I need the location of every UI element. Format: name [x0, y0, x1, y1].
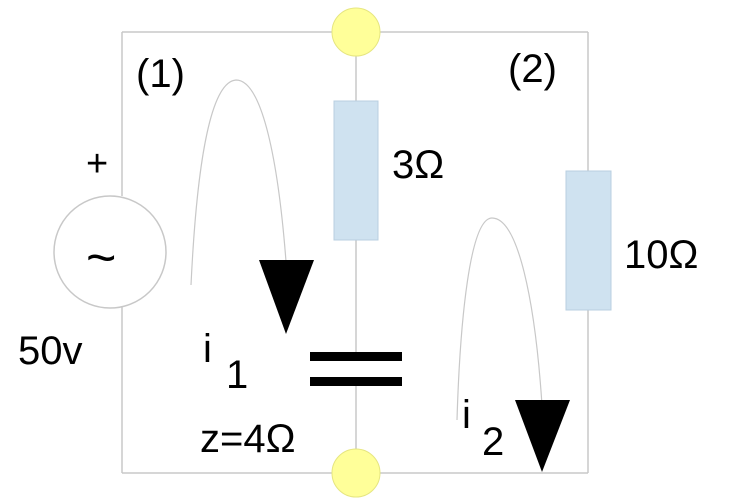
- capacitor-plate-top: [310, 352, 402, 361]
- loop-1-label: (1): [136, 52, 185, 96]
- resistor-10ohm: [565, 170, 612, 311]
- loop-current-arrowhead-2: [515, 400, 570, 472]
- current-2-letter: i: [462, 393, 471, 437]
- loop-current-arrow-1-curve: [190, 79, 288, 286]
- ac-source-tilde: ~: [86, 229, 116, 287]
- source-plus-sign: +: [86, 143, 108, 185]
- capacitor-plate-bottom: [310, 377, 402, 386]
- resistor-3ohm: [333, 100, 379, 241]
- loop-current-arrow-2-curve: [456, 217, 543, 421]
- resistor-3ohm-label: 3Ω: [392, 143, 444, 187]
- node-top: [331, 7, 381, 57]
- loop-current-arrowhead-1: [259, 260, 314, 334]
- resistor-10ohm-label: 10Ω: [624, 233, 698, 277]
- ac-source-symbol: [53, 195, 167, 309]
- node-bottom: [331, 448, 381, 498]
- current-2-subscript: 2: [482, 420, 504, 464]
- source-voltage-label: 50v: [18, 329, 83, 373]
- capacitor-impedance-label: z=4Ω: [200, 417, 296, 461]
- loop-2-label: (2): [508, 47, 557, 91]
- current-1-subscript: 1: [226, 353, 248, 397]
- current-1-letter: i: [203, 327, 212, 371]
